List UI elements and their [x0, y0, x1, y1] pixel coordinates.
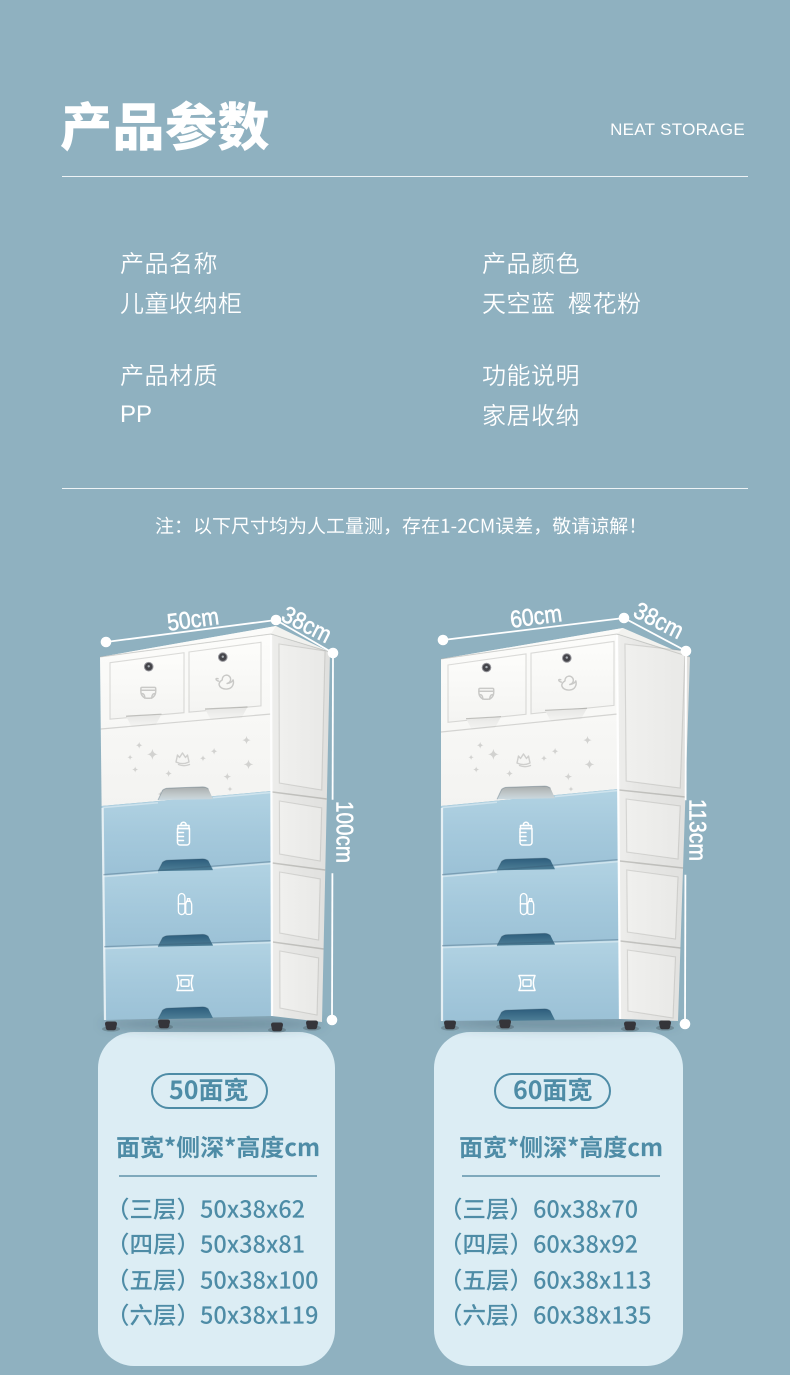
svg-text:60cm: 60cm	[508, 600, 563, 634]
svg-text:100cm: 100cm	[331, 801, 358, 863]
svg-text:50cm: 50cm	[165, 603, 220, 637]
svg-text:113cm: 113cm	[684, 799, 711, 861]
